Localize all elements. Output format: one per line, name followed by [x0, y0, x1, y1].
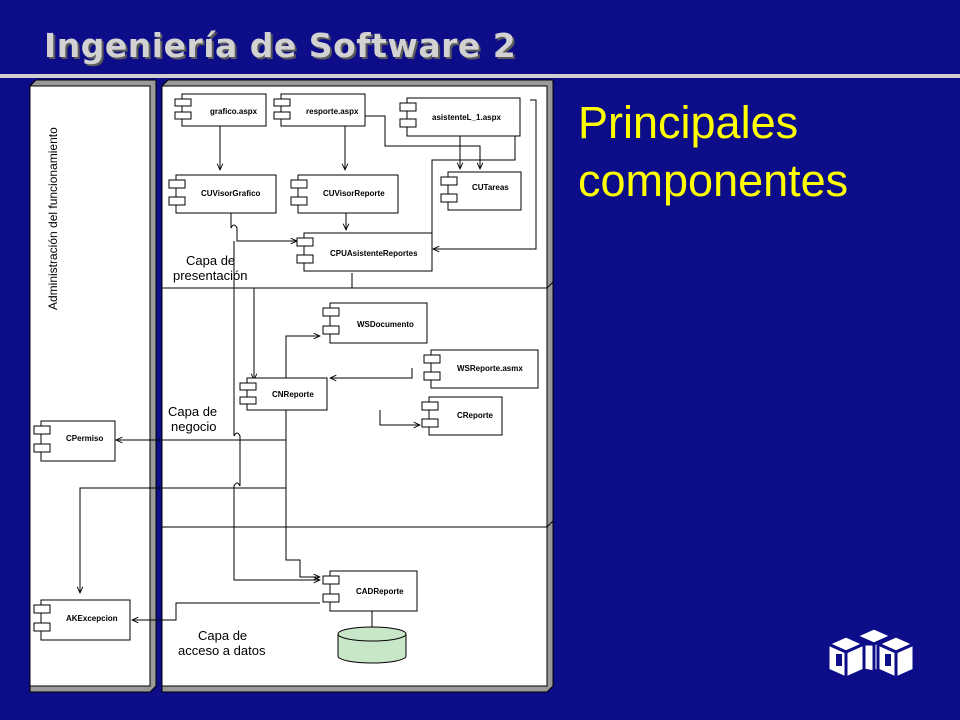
component-cu-visor-grafico: CUVisorGrafico	[168, 174, 277, 214]
logo-cubes-icon	[826, 626, 916, 680]
database-icon	[337, 626, 407, 664]
component-label: CUTareas	[472, 183, 509, 192]
component-cpu-asistente-reportes: CPUAsistenteReportes	[296, 232, 433, 272]
component-cad-reporte: CADReporte	[322, 570, 418, 612]
component-ws-reporte-asmx: WSReporte.asmx	[423, 349, 539, 389]
component-label: resporte.aspx	[306, 107, 359, 116]
component-c-permiso: CPermiso	[33, 420, 116, 462]
conn-cnreporte-akexcepcion	[80, 487, 286, 593]
conn-wsreporte-cnreporte	[330, 368, 413, 378]
component-c-reporte: CReporte	[421, 396, 503, 436]
layer-label-line: presentación	[173, 268, 247, 283]
component-label: asistenteL_1.aspx	[432, 113, 501, 122]
component-label: CUVisorGrafico	[201, 189, 261, 198]
conn-cnreporte-creporte	[379, 410, 420, 425]
component-asistente-aspx: asistenteL_1.aspx	[399, 97, 521, 137]
component-ak-excepcion: AKExcepcion	[33, 599, 131, 641]
conn-cnreporte-cadreporte	[285, 410, 320, 577]
component-label: CUVisorReporte	[323, 189, 385, 198]
layer-label-line: acceso a datos	[178, 643, 266, 658]
layer-label-line: Capa de	[198, 628, 247, 643]
conn-visorgrafico-cadreporte	[233, 241, 320, 580]
layer-label-line: Capa de	[168, 404, 217, 419]
conn-resporte-cutareas	[364, 115, 480, 169]
component-cu-tareas: CUTareas	[440, 171, 522, 211]
component-label: CADReporte	[356, 587, 404, 596]
conn-cadreporte-akexcepcion	[132, 602, 320, 620]
component-label: CPermiso	[66, 434, 103, 443]
layer-label-business: Capa de negocio	[168, 404, 217, 434]
slide-title: Principales componentes	[578, 94, 848, 210]
component-cn-reporte: CNReporte	[239, 377, 328, 411]
component-ws-documento: WSDocumento	[322, 302, 428, 344]
slide-title-line-1: Principales	[578, 97, 799, 148]
component-resporte-aspx: resporte.aspx	[273, 93, 366, 127]
component-label: CReporte	[457, 411, 494, 420]
component-label: CNReporte	[272, 390, 314, 399]
conn-visorgrafico-cpu	[230, 213, 297, 241]
component-label: WSDocumento	[357, 320, 414, 329]
component-cu-visor-reporte: CUVisorReporte	[290, 174, 399, 214]
component-label: WSReporte.asmx	[457, 364, 523, 373]
slide-title-line-2: componentes	[578, 155, 849, 206]
component-label: AKExcepcion	[66, 614, 118, 623]
header-divider	[0, 74, 960, 78]
conn-cnreporte-wsdocumento	[285, 336, 320, 378]
conn-cpu-cnreporte	[254, 273, 353, 380]
admin-panel: Administración del funcionamiento	[29, 79, 157, 693]
layer-label-line: Capa de	[186, 253, 235, 268]
conn-asistente-cpu	[433, 99, 537, 249]
layer-label-data: Capa de acceso a datos	[178, 628, 266, 658]
component-label: grafico.aspx	[210, 107, 258, 116]
layer-label-presentation: Capa de presentación	[173, 253, 247, 283]
component-grafico-aspx: grafico.aspx	[174, 93, 267, 127]
component-label: CPUAsistenteReportes	[330, 249, 418, 258]
course-title: Ingeniería de Software 2	[44, 26, 517, 65]
layer-label-line: negocio	[171, 419, 217, 434]
admin-panel-label: Administración del funcionamiento	[46, 127, 60, 310]
